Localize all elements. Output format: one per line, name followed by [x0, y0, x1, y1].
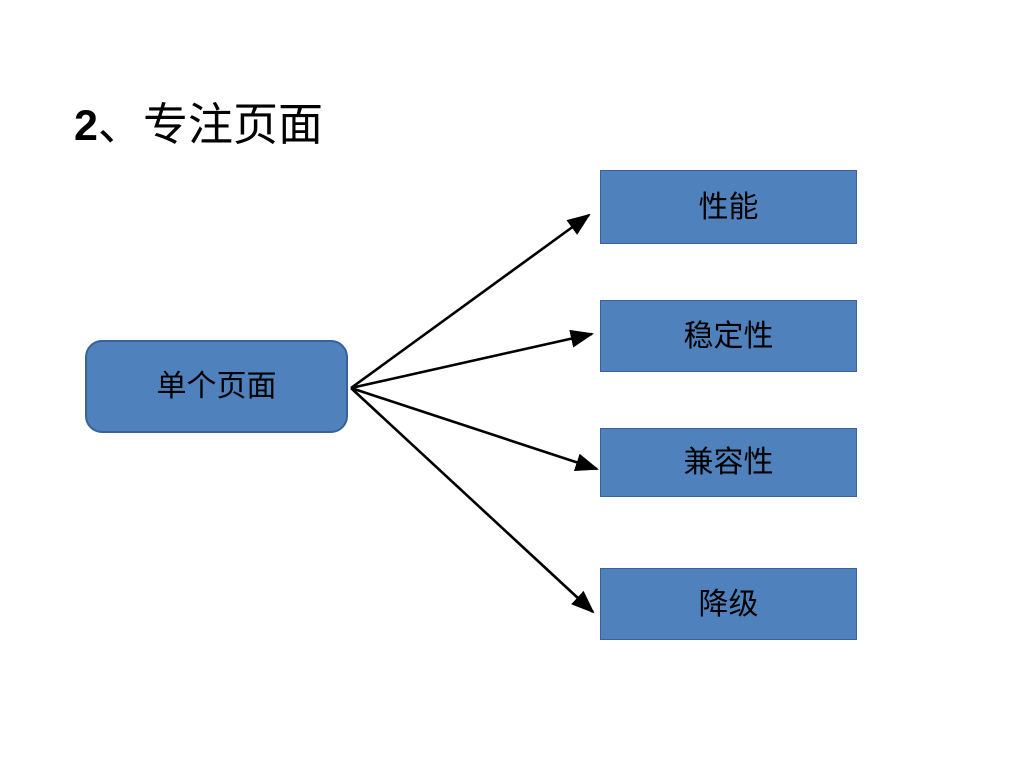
diagram-node-stability-label: 稳定性 — [683, 319, 774, 353]
connector-to-compatibility — [350, 386, 599, 471]
title-separator: 、 — [97, 100, 143, 150]
connector-to-degradation — [350, 387, 595, 614]
diagram-node-source[interactable]: 单个页面 — [85, 340, 348, 433]
diagram-node-stability[interactable]: 稳定性 — [600, 300, 857, 372]
diagram-node-degradation[interactable]: 降级 — [600, 568, 857, 640]
diagram-node-compatibility-label: 兼容性 — [683, 446, 774, 479]
diagram-node-source-label: 单个页面 — [156, 370, 277, 403]
diagram-node-performance[interactable]: 性能 — [600, 170, 857, 244]
diagram-node-compatibility[interactable]: 兼容性 — [600, 428, 857, 497]
title-number: 2 — [74, 102, 98, 150]
page-title: 2、专注页面 — [74, 96, 323, 155]
connector-to-performance — [350, 213, 591, 390]
connector-to-stability — [350, 329, 595, 390]
diagram-node-degradation-label: 降级 — [698, 587, 759, 621]
title-text: 专注页面 — [142, 100, 323, 150]
diagram-node-performance-label: 性能 — [698, 190, 759, 224]
